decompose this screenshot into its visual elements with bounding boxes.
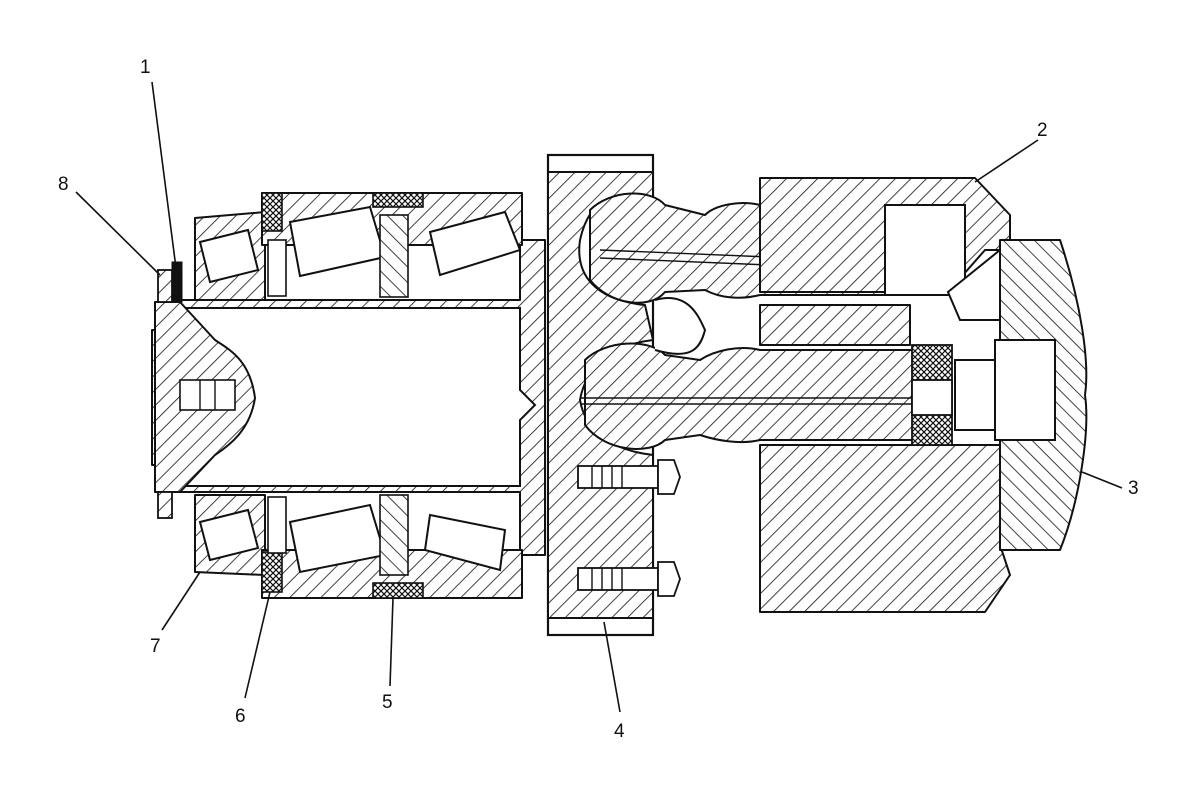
lower-piston-rod <box>580 342 916 450</box>
end-ring-8-lower <box>157 491 173 519</box>
roller-lower-1 <box>198 508 260 562</box>
leader-7 <box>161 571 201 631</box>
callout-3: 3 <box>1128 478 1139 499</box>
lower-bearing-set <box>194 494 523 599</box>
cylinder-block <box>759 177 1011 613</box>
spindle-shaft <box>151 239 546 556</box>
leader-1 <box>151 81 177 269</box>
callout-6: 6 <box>235 706 246 727</box>
spacer-6-upper <box>261 192 283 232</box>
roller-upper-1 <box>198 228 260 284</box>
locknut-1 <box>171 261 183 303</box>
callout-8: 8 <box>58 174 69 195</box>
roller-lower-3 <box>423 513 507 572</box>
callout-4: 4 <box>614 721 625 742</box>
leader-8 <box>75 191 161 276</box>
bolt-lower <box>577 561 681 597</box>
leader-4 <box>603 621 621 713</box>
swash-cam-3 <box>946 239 1088 551</box>
upper-bearing-set <box>194 192 523 301</box>
leader-3 <box>1081 471 1123 489</box>
callout-7: 7 <box>150 636 161 657</box>
callout-5: 5 <box>382 692 393 713</box>
leader-lines <box>75 81 1123 713</box>
spacer-6-lower <box>261 551 283 593</box>
spacer-5-upper <box>372 192 424 208</box>
leader-5 <box>389 597 394 687</box>
spacer-5-lower <box>372 582 424 599</box>
leader-6 <box>244 591 271 699</box>
leader-2 <box>974 139 1039 183</box>
bolt-upper <box>577 459 681 495</box>
callout-1: 1 <box>140 57 151 78</box>
roller-upper-3 <box>428 210 522 277</box>
callout-2: 2 <box>1037 120 1048 141</box>
